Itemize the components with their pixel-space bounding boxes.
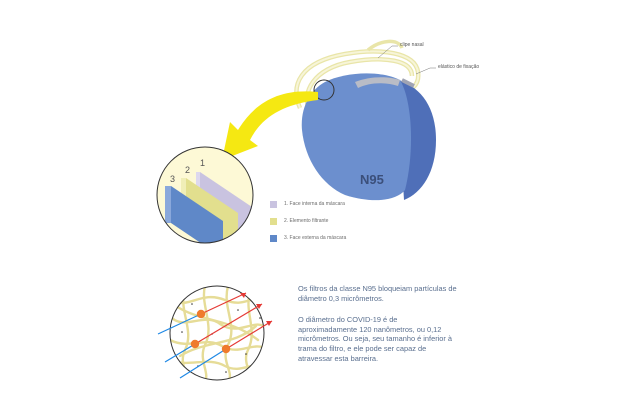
layer-number-3: 3 (170, 174, 175, 184)
paragraph-virus-size: O diâmetro do COVID-19 é de aproximadame… (298, 315, 453, 363)
virus-particles (190, 309, 231, 354)
nose-clip-label: clipe nasal (400, 42, 424, 48)
legend-label: 1. Face interna da máscara (284, 201, 345, 207)
nose-clip-strip (355, 77, 400, 88)
layer-zoom: 3 2 1 (156, 146, 254, 244)
nose-clip-leader (377, 45, 398, 59)
n95-mask: N95 (301, 73, 436, 201)
elastic-label: elástico de fixação (438, 64, 480, 70)
ray-blue-3 (179, 348, 227, 379)
layer-number-2: 2 (185, 165, 190, 175)
ray-red-1 (200, 292, 247, 315)
magnifier-ring (313, 79, 335, 101)
particle-2 (190, 339, 200, 349)
particle-1 (196, 309, 206, 319)
ray-red-2 (194, 303, 263, 345)
zoom-arrow (222, 91, 318, 160)
ray-red-3 (225, 320, 273, 350)
mask-front (301, 73, 412, 201)
paragraph-filter-class: Os filtros da classe N95 bloqueiam partí… (298, 284, 457, 303)
particle-3 (221, 344, 231, 354)
legend-swatch (270, 234, 277, 242)
elastic-leader (415, 67, 436, 75)
virus-explanation: O diâmetro do COVID-19 é de aproximadame… (298, 315, 458, 364)
legend-swatch (270, 217, 277, 225)
layer-number-1: 1 (200, 158, 205, 168)
legend-swatch (270, 200, 277, 208)
filter-explanation: Os filtros da classe N95 bloqueiam partí… (298, 284, 458, 303)
ray-blue-2 (164, 343, 196, 363)
legend-item-filter: 2. Elemento filtrante (270, 217, 328, 225)
legend-item-inner: 1. Face interna da máscara (270, 200, 345, 208)
mask-label: N95 (360, 172, 384, 187)
legend-label: 3. Face externa da máscara (284, 235, 347, 241)
legend-item-outer: 3. Face externa da máscara (270, 234, 346, 242)
ray-blue-1 (157, 313, 202, 335)
particle-rays (157, 292, 273, 379)
legend-label: 2. Elemento filtrante (284, 218, 329, 224)
